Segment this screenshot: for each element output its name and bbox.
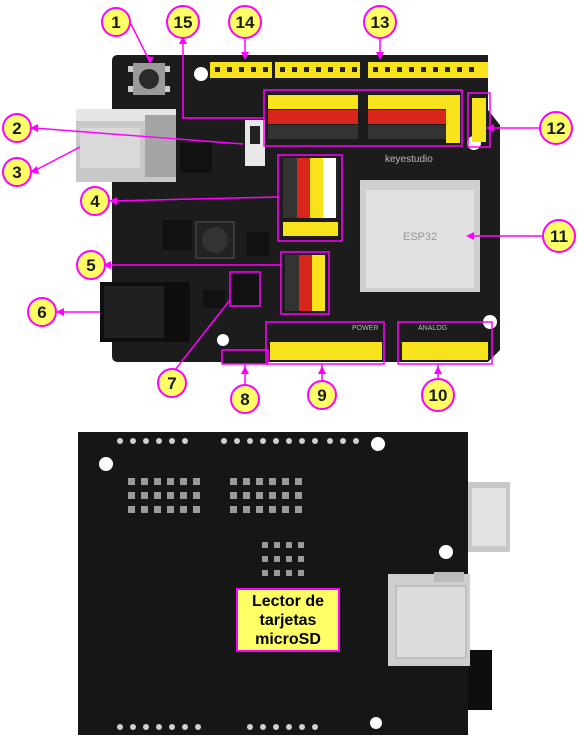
- microsd-label: Lector de tarjetas microSD: [251, 592, 324, 648]
- callout-10: 10: [421, 378, 455, 412]
- callout-3: 3: [2, 157, 32, 187]
- callout-15-label: 15: [174, 13, 193, 32]
- slide-switch: [245, 120, 265, 166]
- pad-grid: [128, 478, 304, 576]
- mounting-hole: [439, 545, 453, 559]
- usb-connector-back: [468, 482, 510, 552]
- callout-6-label: 6: [37, 303, 46, 322]
- callout-12-label: 12: [547, 119, 566, 138]
- callout-5-label: 5: [86, 256, 95, 275]
- callout-8-label: 8: [240, 390, 249, 409]
- esp32-label: ESP32: [403, 231, 437, 243]
- header-bottom-10: ANALOG: [397, 321, 493, 365]
- callout-14: 14: [228, 5, 262, 39]
- callout-2-label: 2: [12, 119, 21, 138]
- gvs-header-right: [368, 95, 446, 139]
- chip: [247, 232, 269, 256]
- header-12: [472, 98, 486, 142]
- callout-6: 6: [27, 297, 57, 327]
- board-front: ESP32 keyestudio POWER ANALOG: [76, 55, 500, 365]
- callout-11-label: 11: [550, 227, 568, 246]
- analog-silkscreen: ANALOG: [418, 325, 447, 332]
- header-top-mid: [275, 62, 360, 78]
- callout-13: 13: [363, 5, 397, 39]
- dc-jack-back: [468, 650, 492, 710]
- mounting-hole: [370, 717, 382, 729]
- header-top-right: [368, 62, 488, 78]
- chip: [203, 290, 225, 308]
- esp32-module: ESP32: [360, 180, 480, 292]
- box-12: [467, 92, 491, 148]
- callout-4-label: 4: [90, 192, 100, 211]
- callout-10-label: 10: [429, 386, 448, 405]
- callout-12: 12: [539, 111, 573, 145]
- header-bottom-9: POWER: [265, 321, 385, 365]
- pin-rows: [117, 438, 359, 730]
- brand-silkscreen: keyestudio: [385, 154, 433, 165]
- callout-4: 4: [80, 186, 110, 216]
- callout-3-label: 3: [12, 163, 21, 182]
- callout-14-label: 14: [236, 13, 255, 32]
- microsd-reader: [388, 572, 470, 666]
- header-right-vertical: [446, 95, 460, 143]
- callout-11: 11: [542, 219, 576, 253]
- callout-9: 9: [307, 380, 337, 410]
- chip: [229, 271, 261, 307]
- mounting-hole: [99, 457, 113, 471]
- callout-7: 7: [157, 368, 187, 398]
- callout-9-label: 9: [317, 386, 326, 405]
- usb-connector: [76, 109, 176, 182]
- callout-1-label: 1: [111, 13, 120, 32]
- callout-2: 2: [2, 113, 32, 143]
- dc-power-jack: [100, 282, 190, 342]
- chip: [180, 143, 212, 173]
- header-bottom-8: [221, 349, 269, 365]
- callout-8: 8: [230, 384, 260, 414]
- header-top-left: [210, 62, 272, 78]
- board-back: [78, 432, 510, 735]
- callout-5: 5: [76, 250, 106, 280]
- power-silkscreen: POWER: [352, 325, 378, 332]
- callout-15: 15: [166, 5, 200, 39]
- callout-1: 1: [101, 7, 131, 37]
- mounting-hole: [217, 334, 229, 346]
- callout-13-label: 13: [371, 13, 390, 32]
- mounting-hole: [371, 437, 385, 451]
- gvs-header-left: [268, 95, 358, 139]
- header-block-5: [280, 251, 330, 315]
- microsd-label-box: Lector de tarjetas microSD: [236, 588, 340, 652]
- reset-button: [128, 63, 170, 95]
- chip: [162, 220, 192, 250]
- mounting-hole: [194, 67, 208, 81]
- inductor-coil: [202, 227, 228, 253]
- header-block-4: [277, 154, 343, 242]
- callout-7-label: 7: [167, 374, 176, 393]
